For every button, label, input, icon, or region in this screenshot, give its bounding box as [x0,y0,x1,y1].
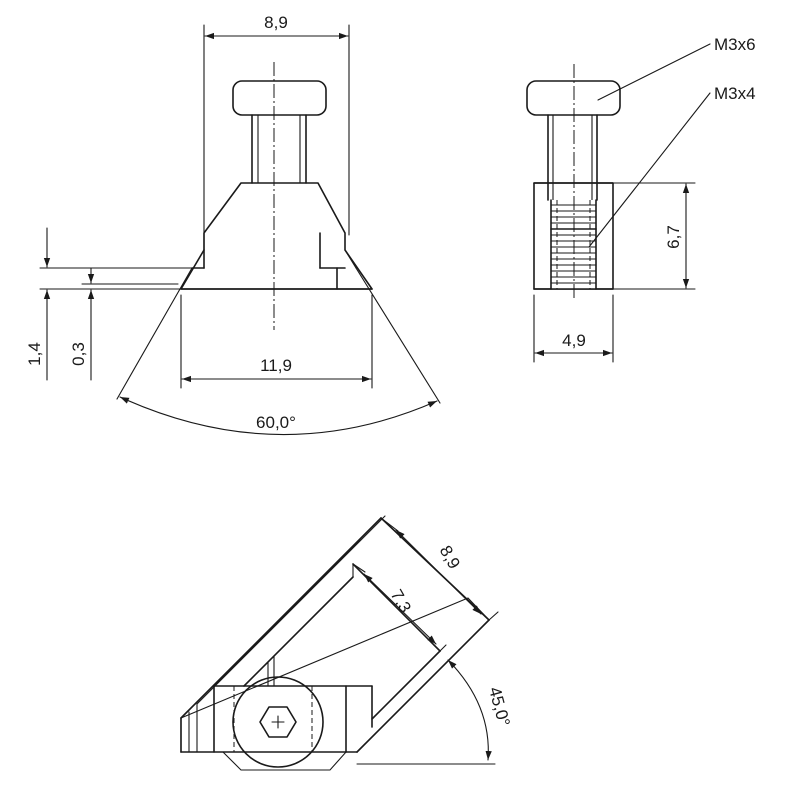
dim-front-angle: 60,0° [116,267,441,436]
dim-bottom-angle-label: 45,0° [485,685,514,728]
callout-screw-top-label: M3x6 [714,35,756,54]
dim-front-base-width: 11,9 [180,294,373,389]
dim-front-top-width-label: 8,9 [264,13,288,32]
side-view: M3x6 M3x4 6,7 4,9 [526,35,756,363]
dim-side-height-label: 6,7 [664,225,683,249]
dim-bottom-width-inner-label: 7,3 [387,586,415,616]
dim-front-top-width: 8,9 [203,13,350,251]
dim-side-height: 6,7 [612,182,696,290]
dim-bottom-width-outer-label: 8,9 [436,542,464,572]
dim-side-width: 4,9 [533,294,614,363]
callout-screw-top: M3x6 [597,35,756,101]
dim-bottom-width-inner: 7,3 [352,563,447,652]
front-body-steps [180,232,373,290]
dim-bottom-angle: 45,0° [356,659,514,765]
dim-side-width-label: 4,9 [562,331,586,350]
dim-front-heights-extensions [39,267,193,290]
side-threads [550,200,597,289]
dim-front-height-small: 0,3 [69,267,95,381]
hex-socket-icon [259,706,297,738]
dim-front-base-width-label: 11,9 [260,356,292,375]
dim-front-angle-label: 60,0° [256,413,296,432]
bottom-screw-head [232,676,324,768]
front-screw-shank [251,114,307,184]
front-view: 8,9 11,9 60,0° 1,4 [25,13,441,436]
dim-front-height-left-label: 1,4 [25,342,44,366]
front-body [180,182,373,290]
dim-front-height-small-label: 0,3 [69,342,88,366]
callout-screw-bottom-label: M3x4 [714,84,756,103]
side-screw-shank [547,114,598,201]
callout-screw-bottom: M3x4 [588,84,756,248]
front-screw-head [232,80,327,116]
bottom-view: 8,9 7,3 45,0° [180,515,514,771]
dim-front-height-left: 1,4 [25,227,51,381]
